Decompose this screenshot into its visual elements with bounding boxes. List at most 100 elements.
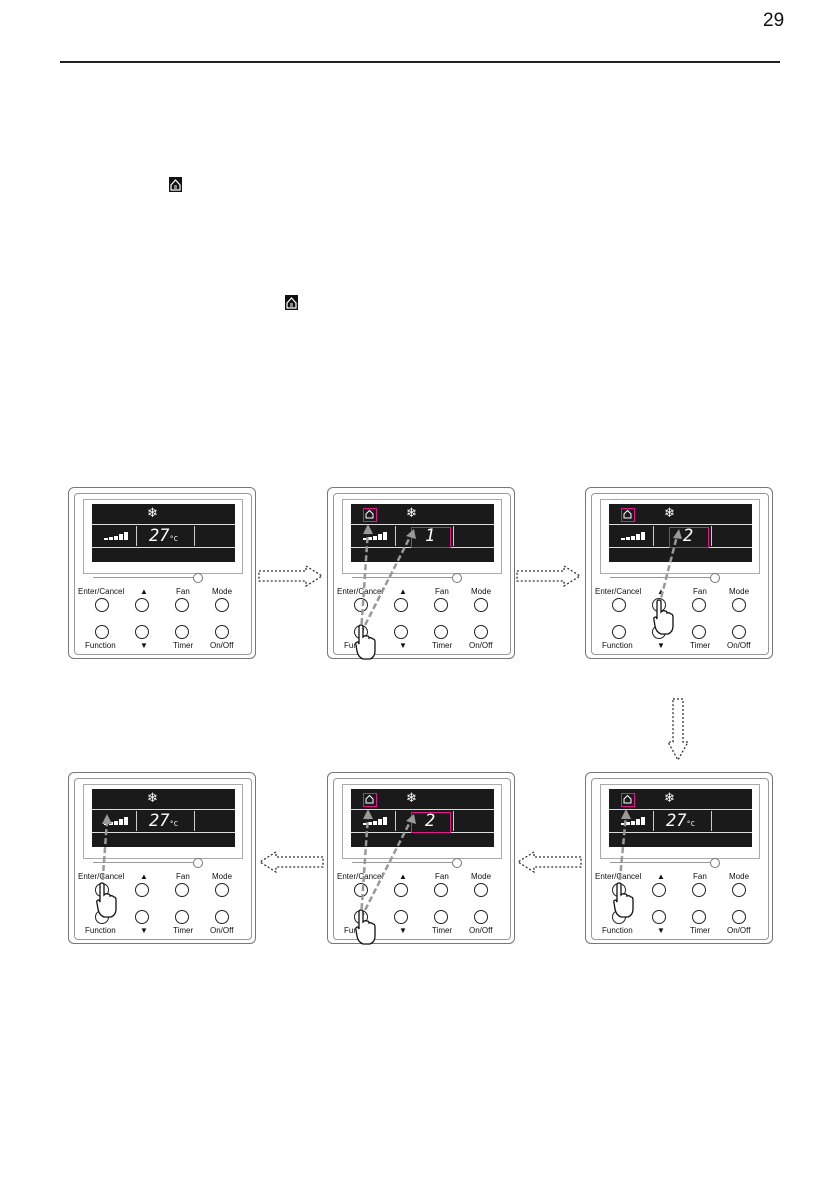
mode-label: Mode bbox=[729, 587, 750, 596]
fan-button[interactable] bbox=[434, 883, 448, 897]
down-button[interactable] bbox=[135, 625, 149, 639]
controller-panel-3: ❄ 2 Enter/Cancel ▲ Fan Mode Function ▼ T… bbox=[585, 487, 773, 659]
fresh-air-icon-highlight bbox=[363, 793, 377, 807]
enter-cancel-label: Enter/Cancel bbox=[595, 872, 642, 881]
timer-button[interactable] bbox=[434, 910, 448, 924]
timer-button[interactable] bbox=[692, 625, 706, 639]
down-button[interactable] bbox=[652, 910, 666, 924]
mode-label: Mode bbox=[471, 587, 492, 596]
fan-button[interactable] bbox=[434, 598, 448, 612]
down-button[interactable] bbox=[394, 910, 408, 924]
status-led bbox=[452, 858, 462, 868]
mode-button[interactable] bbox=[732, 883, 746, 897]
fan-speed-icon bbox=[104, 530, 132, 540]
dashed-arrow-icon bbox=[359, 809, 416, 919]
on-off-button[interactable] bbox=[474, 625, 488, 639]
snowflake-icon: ❄ bbox=[664, 790, 675, 805]
fan-button[interactable] bbox=[175, 883, 189, 897]
mode-label: Mode bbox=[212, 872, 233, 881]
up-label: ▲ bbox=[399, 872, 407, 881]
lcd-display: ❄ 1 bbox=[351, 504, 494, 562]
on-off-button[interactable] bbox=[474, 910, 488, 924]
page-number: 29 bbox=[763, 10, 785, 31]
temperature-value: 27°C bbox=[666, 811, 695, 831]
snowflake-icon: ❄ bbox=[406, 790, 417, 805]
house-fresh-air-icon bbox=[169, 177, 182, 192]
on-off-label: On/Off bbox=[727, 926, 751, 935]
house-fresh-air-icon bbox=[623, 794, 632, 804]
enter-cancel-button[interactable] bbox=[354, 598, 368, 612]
temperature-value: 27°C bbox=[149, 811, 178, 831]
enter-cancel-button[interactable] bbox=[354, 883, 368, 897]
up-label: ▲ bbox=[399, 587, 407, 596]
function-button[interactable] bbox=[612, 625, 626, 639]
dashed-arrow-icon bbox=[359, 524, 416, 634]
on-off-label: On/Off bbox=[469, 641, 493, 650]
enter-cancel-button[interactable] bbox=[612, 598, 626, 612]
controller-panel-4: ❄ 27°C Enter/Cancel ▲ Fan Mode Function … bbox=[585, 772, 773, 944]
timer-label: Timer bbox=[432, 641, 453, 650]
dashed-arrow-icon bbox=[657, 529, 682, 607]
mode-label: Mode bbox=[212, 587, 233, 596]
up-label: ▲ bbox=[657, 587, 665, 596]
dotted-flow-arrow-icon bbox=[666, 698, 690, 762]
function-label: Function bbox=[602, 641, 633, 650]
mode-button[interactable] bbox=[474, 883, 488, 897]
house-fresh-air-icon bbox=[365, 794, 374, 804]
down-label: ▼ bbox=[657, 641, 665, 650]
timer-button[interactable] bbox=[692, 910, 706, 924]
house-fresh-air-icon bbox=[623, 509, 632, 519]
up-button[interactable] bbox=[135, 598, 149, 612]
mode-button[interactable] bbox=[215, 883, 229, 897]
up-label: ▲ bbox=[657, 872, 665, 881]
pointing-hand-icon bbox=[653, 599, 674, 635]
snowflake-icon: ❄ bbox=[406, 505, 417, 520]
fan-speed-icon bbox=[363, 815, 391, 825]
mode-button[interactable] bbox=[474, 598, 488, 612]
up-button[interactable] bbox=[394, 883, 408, 897]
down-button[interactable] bbox=[135, 910, 149, 924]
pointing-hand-icon bbox=[355, 909, 376, 945]
function-label: Function bbox=[602, 926, 633, 935]
timer-button[interactable] bbox=[175, 625, 189, 639]
fan-button[interactable] bbox=[692, 598, 706, 612]
controller-panel-5: ❄ 2 Enter/Cancel ▲ Fan Mode Function ▼ T… bbox=[327, 772, 515, 945]
dotted-flow-arrow-icon bbox=[516, 564, 582, 588]
temperature-value: 27°C bbox=[149, 526, 178, 546]
fan-button[interactable] bbox=[175, 598, 189, 612]
timer-button[interactable] bbox=[175, 910, 189, 924]
on-off-button[interactable] bbox=[215, 910, 229, 924]
mode-button[interactable] bbox=[215, 598, 229, 612]
snowflake-icon: ❄ bbox=[147, 505, 158, 520]
timer-button[interactable] bbox=[434, 625, 448, 639]
on-off-button[interactable] bbox=[732, 625, 746, 639]
pointing-hand-icon bbox=[96, 882, 117, 918]
mode-label: Mode bbox=[729, 872, 750, 881]
down-button[interactable] bbox=[394, 625, 408, 639]
function-label: Function bbox=[85, 641, 116, 650]
fan-speed-icon bbox=[621, 530, 649, 540]
mode-button[interactable] bbox=[732, 598, 746, 612]
fan-label: Fan bbox=[176, 587, 190, 596]
down-label: ▼ bbox=[399, 641, 407, 650]
dotted-flow-arrow-icon bbox=[258, 850, 324, 874]
fan-label: Fan bbox=[176, 872, 190, 881]
pointing-hand-icon bbox=[355, 624, 376, 660]
panel-bezel bbox=[74, 493, 252, 655]
header-rule bbox=[60, 61, 780, 63]
on-off-button[interactable] bbox=[215, 625, 229, 639]
up-button[interactable] bbox=[652, 883, 666, 897]
on-off-button[interactable] bbox=[732, 910, 746, 924]
enter-cancel-button[interactable] bbox=[95, 598, 109, 612]
snowflake-icon: ❄ bbox=[664, 505, 675, 520]
up-button[interactable] bbox=[135, 883, 149, 897]
status-led bbox=[452, 573, 462, 583]
timer-label: Timer bbox=[432, 926, 453, 935]
fan-button[interactable] bbox=[692, 883, 706, 897]
up-button[interactable] bbox=[394, 598, 408, 612]
fan-speed-icon bbox=[363, 530, 391, 540]
setting-value: 2 bbox=[425, 811, 436, 831]
house-fresh-air-icon bbox=[285, 295, 298, 310]
function-button[interactable] bbox=[95, 625, 109, 639]
enter-cancel-label: Enter/Cancel bbox=[78, 587, 125, 596]
